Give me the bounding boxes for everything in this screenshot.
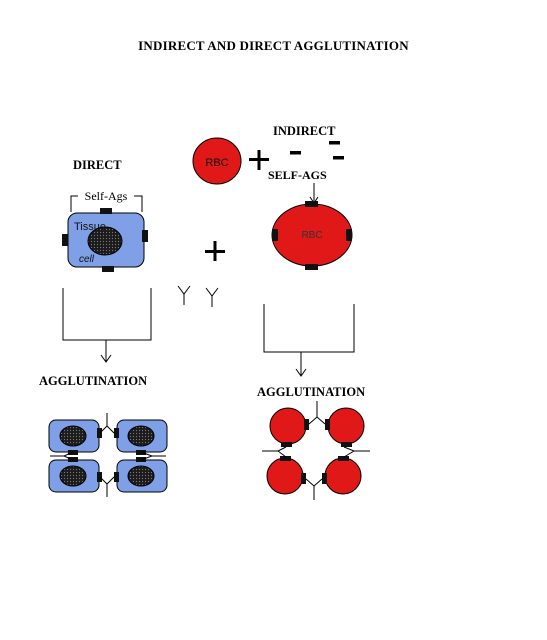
self-antigen	[142, 230, 148, 242]
antibody-icon	[177, 285, 191, 305]
rbc	[322, 456, 362, 495]
rbc-coated: RBC	[271, 201, 353, 270]
down-arrow-icon	[295, 368, 307, 377]
self-antigen	[346, 229, 352, 241]
rbc-label: RBC	[205, 157, 228, 169]
direct-agglutination-cluster	[48, 413, 168, 497]
tissue-cell-label-top: Tissue	[74, 221, 106, 233]
rbc	[269, 407, 309, 447]
down-arrow-icon	[309, 183, 319, 204]
nucleus	[87, 226, 123, 256]
indirect-heading: INDIRECT	[273, 124, 336, 138]
rbc-uncoated: RBC	[192, 137, 242, 185]
minus-sign-icon	[329, 141, 340, 145]
direct-self-ags-label: Self-Ags	[85, 189, 128, 203]
antibody-icon	[343, 446, 356, 458]
page-title: INDIRECT AND DIRECT AGGLUTINATION	[138, 38, 409, 53]
tissue-cell-label-bottom: cell	[79, 254, 95, 265]
indirect-process-bracket	[263, 304, 355, 377]
indirect-self-ags-label: SELF-AGS	[268, 168, 327, 182]
self-antigen	[305, 264, 318, 270]
self-antigen	[62, 234, 68, 246]
antibody-icon	[99, 476, 115, 485]
direct-heading: DIRECT	[73, 158, 122, 172]
antibody-icon	[305, 478, 323, 487]
antibody-icon	[308, 416, 326, 425]
direct-self-ags-bracket: Self-Ags	[70, 189, 143, 212]
rbc	[325, 407, 365, 447]
plus-sign-icon	[249, 150, 269, 170]
antibody-icon	[205, 287, 219, 307]
minus-signs	[290, 141, 344, 160]
self-antigen	[102, 266, 114, 272]
tissue-cell	[114, 419, 168, 455]
rbc	[266, 456, 306, 495]
down-arrow-icon	[100, 354, 112, 363]
self-antigen	[100, 208, 112, 214]
indirect-agglutination-cluster	[262, 401, 370, 500]
tissue-cell	[48, 457, 102, 493]
minus-sign-icon	[290, 151, 301, 155]
tissue-cell: Tissue cell	[62, 208, 148, 272]
plus-sign-icon	[205, 241, 225, 261]
self-antigen	[272, 229, 278, 241]
minus-sign-icon	[333, 156, 344, 160]
rbc-coated-label: RBC	[301, 230, 322, 241]
indirect-agglutination-label: AGGLUTINATION	[257, 385, 366, 399]
tissue-cell	[114, 457, 168, 493]
direct-agglutination-label: AGGLUTINATION	[39, 374, 148, 388]
self-antigen	[305, 201, 318, 207]
antibody-icon	[99, 425, 115, 434]
tissue-cell	[48, 419, 102, 455]
direct-process-bracket	[62, 288, 152, 363]
antibody-icon	[277, 446, 287, 458]
